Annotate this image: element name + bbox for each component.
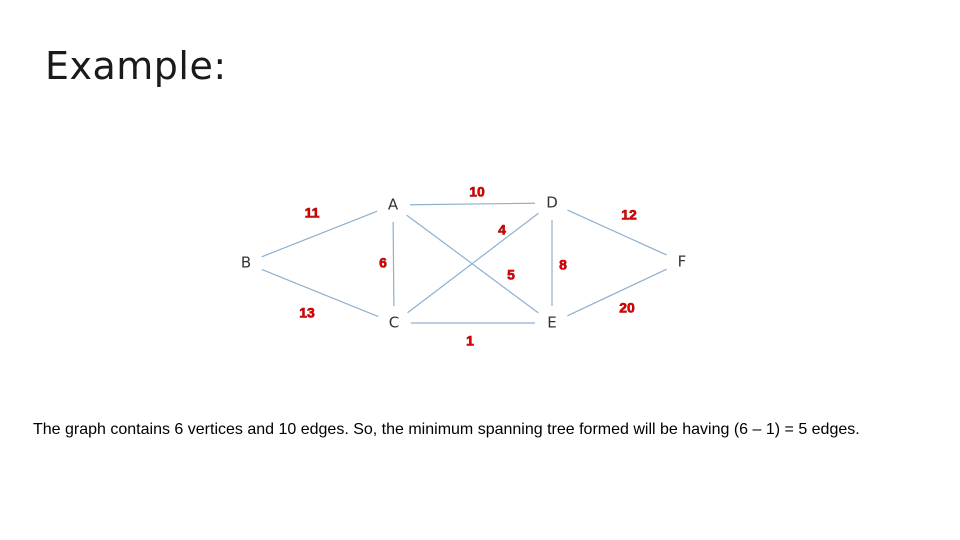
edge-a-b (261, 210, 378, 258)
edge-weight-e-f: 20 (619, 300, 635, 316)
edge-a-c (392, 221, 395, 307)
node-label-d: D (546, 194, 558, 212)
node-e: E (547, 314, 556, 332)
node-label-f: F (678, 253, 687, 271)
node-b: B (241, 254, 251, 272)
edge-weight-c-d: 4 (498, 222, 506, 238)
edge-a-d (409, 202, 536, 206)
node-label-e: E (547, 314, 556, 332)
edge-weight-c-e: 1 (466, 333, 474, 349)
edge-e-f (567, 268, 667, 317)
caption-text: The graph contains 6 vertices and 10 edg… (33, 421, 860, 438)
edge-weight-b-c: 13 (299, 305, 315, 321)
node-a: A (388, 196, 399, 214)
node-label-c: C (389, 314, 399, 332)
node-d: D (546, 194, 558, 212)
edge-a-e (406, 214, 539, 314)
edge-d-f (567, 209, 667, 256)
node-label-a: A (388, 196, 399, 214)
edge-c-d (407, 212, 539, 314)
node-label-b: B (241, 254, 251, 272)
edge-weight-d-e: 8 (559, 257, 567, 273)
edge-weight-a-c: 6 (379, 255, 387, 271)
edge-b-c (261, 268, 379, 318)
edge-weight-a-d: 10 (469, 184, 485, 200)
node-c: C (389, 314, 399, 332)
edge-weight-a-b: 11 (305, 205, 320, 221)
slide-title: Example: (45, 44, 227, 88)
edge-weight-d-f: 12 (621, 207, 637, 223)
node-f: F (678, 253, 687, 271)
edge-weight-a-e: 5 (507, 267, 515, 283)
